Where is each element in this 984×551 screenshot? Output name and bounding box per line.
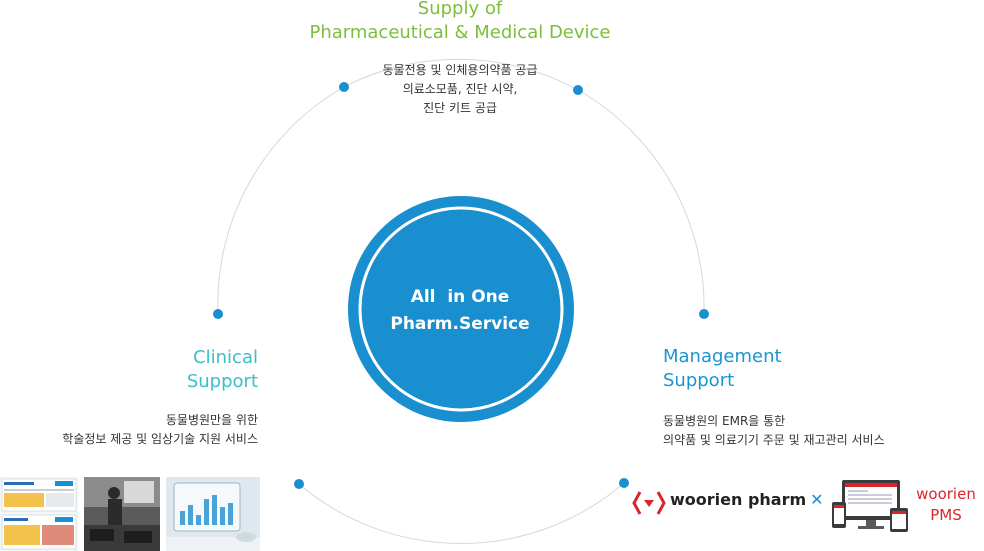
woorien-pharm-logo (632, 491, 666, 515)
center-circle (348, 196, 574, 422)
woorien-pms-label: woorien PMS (908, 484, 984, 526)
supply-title: Supply of Pharmaceutical & Medical Devic… (250, 0, 670, 45)
management-title: Management Support (663, 345, 923, 393)
clinical-desc-line2: 학술정보 제공 및 임상기술 지원 서비스 (62, 432, 258, 446)
pms-devices-icon (832, 480, 908, 532)
ring-arc-left (217, 86, 345, 315)
clinical-title-line2: Support (186, 371, 258, 392)
supply-desc-line2: 의료소모품, 진단 시약, (402, 82, 518, 96)
chart-monitor-thumbnail (166, 477, 260, 551)
ring-dot (699, 309, 709, 319)
center-label-line1: All in One (410, 287, 510, 307)
center-circle-inner-ring (358, 206, 564, 412)
supply-desc-line3: 진단 키트 공급 (423, 101, 497, 115)
seminar-photo-thumbnail (84, 477, 160, 551)
ring-arc-right (577, 89, 705, 315)
management-desc-line1: 동물병원의 EMR을 통한 (663, 414, 786, 428)
ring-dot (573, 85, 583, 95)
woorien-pharm-name: woorien pharm (670, 490, 807, 509)
clinical-title-line1: Clinical (193, 347, 258, 368)
clinical-description: 동물병원만을 위한 학술정보 제공 및 임상기술 지원 서비스 (0, 411, 258, 449)
pms-label-line1: woorien (916, 485, 976, 503)
clinical-desc-line1: 동물병원만을 위한 (165, 413, 258, 427)
ring-arc-bottom (298, 482, 625, 544)
management-title-line1: Management (663, 346, 782, 367)
supply-title-line1: Supply of (417, 0, 503, 19)
ring-dot (619, 478, 629, 488)
ring-dot (213, 309, 223, 319)
clinical-title: Clinical Support (120, 346, 258, 394)
supply-title-line2: Pharmaceutical & Medical Device (309, 22, 611, 43)
supply-desc-line1: 동물전용 및 인체용의약품 공급 (382, 63, 538, 77)
pms-label-line2: PMS (930, 506, 962, 524)
supply-description: 동물전용 및 인체용의약품 공급 의료소모품, 진단 시약, 진단 키트 공급 (300, 61, 620, 118)
management-title-line2: Support (663, 370, 735, 391)
woorien-pharm-x-mark: ✕ (810, 490, 824, 509)
center-label-line2: Pharm.Service (390, 314, 530, 334)
center-label: All in One Pharm.Service (360, 284, 560, 338)
clinical-document-thumbnail (0, 477, 78, 551)
ring-arc-top (343, 58, 579, 91)
ring-dot (339, 82, 349, 92)
management-desc-line2: 의약품 및 의료기기 주문 및 재고관리 서비스 (663, 433, 885, 447)
management-description: 동물병원의 EMR을 통한 의약품 및 의료기기 주문 및 재고관리 서비스 (663, 412, 963, 450)
woorien-pharm-wordmark: woorien pharm✕ (670, 490, 824, 509)
ring-dot (294, 479, 304, 489)
